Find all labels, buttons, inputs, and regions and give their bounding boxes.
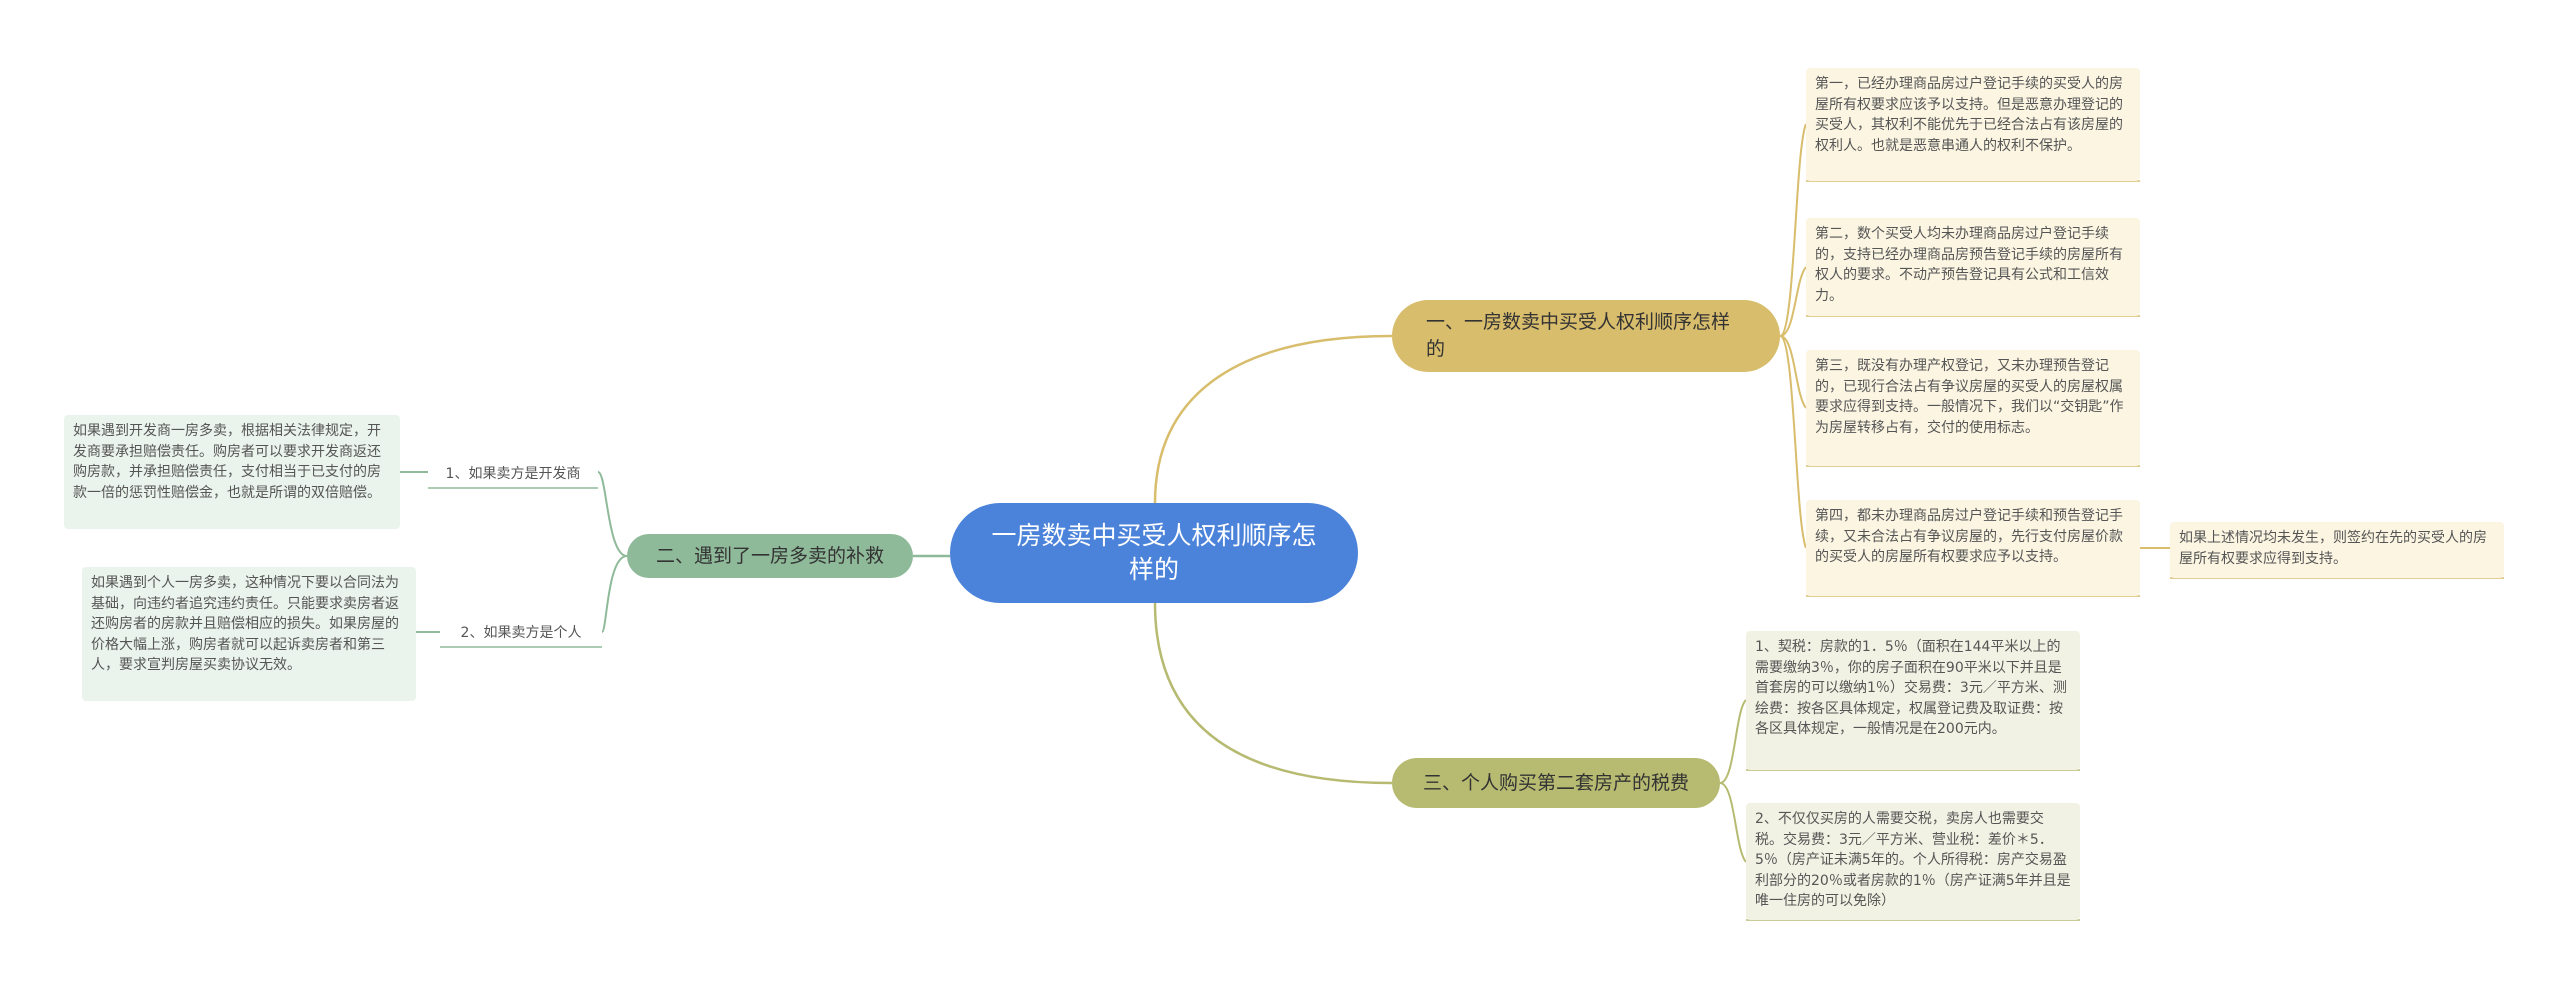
branch-title: 二、遇到了一房多卖的补救 xyxy=(655,544,884,567)
connector-branch2-subs xyxy=(597,471,628,633)
leaf-node[interactable]: 第一，已经办理商品房过户登记手续的买受人的房屋所有权要求应该予以支持。但是恶意办… xyxy=(1806,68,2140,181)
connector-root-branch3 xyxy=(1153,602,1393,785)
branch-node-2[interactable]: 二、遇到了一房多卖的补救 xyxy=(627,534,913,578)
leaf-node-extra[interactable]: 如果上述情况均未发生，则签约在先的买受人的房屋所有权要求应得到支持。 xyxy=(2170,522,2504,578)
branch-node-3[interactable]: 三、个人购买第二套房产的税费 xyxy=(1392,758,1720,808)
branch-title: 三、个人购买第二套房产的税费 xyxy=(1422,771,1689,794)
sub-label: 1、如果卖方是开发商 xyxy=(445,466,581,482)
leaf-node[interactable]: 第三，既没有办理产权登记，又未办理预告登记的，已现行合法占有争议房屋的买受人的房… xyxy=(1806,350,2140,466)
sub-node[interactable]: 1、如果卖方是开发商 xyxy=(428,458,598,488)
sub-label: 2、如果卖方是个人 xyxy=(460,625,582,641)
branch-title: 一、一房数卖中买受人权利顺序怎样的 xyxy=(1426,311,1731,360)
leaf-node[interactable]: 1、契税：房款的1．5％（面积在144平米以上的需要缴纳3％，你的房子面积在90… xyxy=(1746,631,2080,770)
leaf-node[interactable]: 第四，都未办理商品房过户登记手续和预告登记手续，又未合法占有争议房屋的，先行支付… xyxy=(1806,500,2140,596)
root-node[interactable]: 一房数卖中买受人权利顺序怎样的 xyxy=(950,503,1358,603)
leaf-node[interactable]: 第二，数个买受人均未办理商品房过户登记手续的，支持已经办理商品房预告登记手续的房… xyxy=(1806,218,2140,316)
connector-branch1-leaves xyxy=(1779,123,1807,549)
leaf-node[interactable]: 如果遇到开发商一房多卖，根据相关法律规定，开发商要承担赔偿责任。购房者可以要求开… xyxy=(64,415,400,529)
connector-branch3-leaves xyxy=(1719,699,1747,863)
leaf-node[interactable]: 2、不仅仅买房的人需要交税，卖房人也需要交税。交易费：3元／平方米、营业税：差价… xyxy=(1746,803,2080,920)
leaf-node[interactable]: 如果遇到个人一房多卖，这种情况下要以合同法为基础，向违约者追究违约责任。只能要求… xyxy=(82,567,416,701)
root-title: 一房数卖中买受人权利顺序怎样的 xyxy=(991,521,1317,584)
sub-node[interactable]: 2、如果卖方是个人 xyxy=(440,617,602,647)
branch-node-1[interactable]: 一、一房数卖中买受人权利顺序怎样的 xyxy=(1392,300,1780,372)
connector-root-branch1 xyxy=(1153,334,1393,504)
